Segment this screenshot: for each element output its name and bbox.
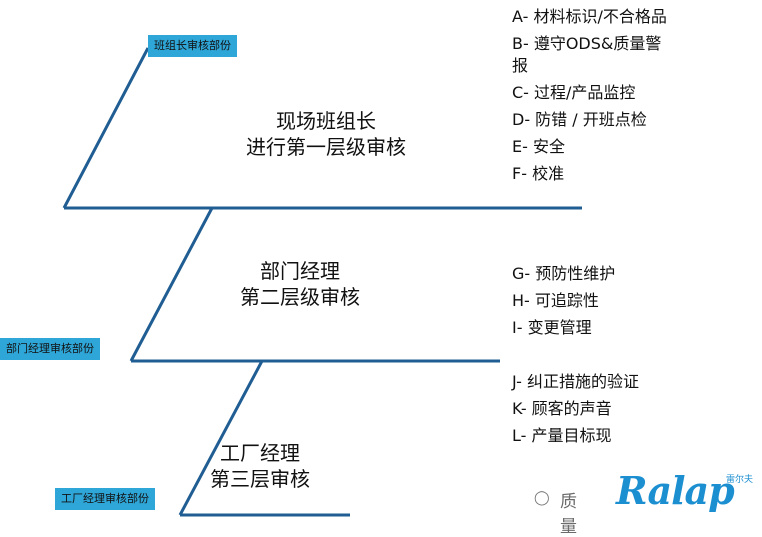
criteria-item: C- 过程/产品监控 bbox=[512, 83, 636, 102]
level-1-criteria-list: A- 材料标识/不合格品 B- 遵守ODS&质量警报 C- 过程/产品监控 D-… bbox=[512, 6, 672, 190]
level-2-title: 部门经理 第二层级审核 bbox=[220, 258, 380, 310]
criteria-item: H- 可追踪性 bbox=[512, 291, 599, 310]
level-3-title-line1: 工厂经理 bbox=[220, 441, 300, 465]
criteria-item: D- 防错 / 开班点检 bbox=[512, 110, 647, 129]
criteria-item: K- 顾客的声音 bbox=[512, 399, 612, 418]
level-1-slant-line bbox=[62, 47, 150, 209]
level-1-title-line2: 进行第一层级审核 bbox=[246, 135, 406, 159]
criteria-item: E- 安全 bbox=[512, 137, 565, 156]
brand-logo: Ralap bbox=[616, 468, 735, 513]
level-2-tag: 部门经理审核部份 bbox=[0, 338, 100, 360]
level-1-title: 现场班组长 进行第一层级审核 bbox=[226, 108, 426, 160]
criteria-item: A- 材料标识/不合格品 bbox=[512, 7, 667, 26]
level-2-slant-line bbox=[129, 207, 214, 362]
brand-logo-subtitle: 雷尔夫 bbox=[726, 475, 754, 485]
criteria-item: B- 遵守ODS&质量警报 bbox=[512, 34, 662, 75]
level-1-tag: 班组长审核部份 bbox=[148, 35, 237, 57]
level-1-title-line1: 现场班组长 bbox=[276, 109, 376, 133]
criteria-item: G- 预防性维护 bbox=[512, 264, 616, 283]
level-3-tag: 工厂经理审核部份 bbox=[55, 488, 155, 510]
level-2-title-line2: 第二层级审核 bbox=[240, 285, 360, 309]
level-3-title: 工厂经理 第三层审核 bbox=[190, 440, 330, 492]
level-3-criteria-list: J- 纠正措施的验证 K- 顾客的声音 L- 产量目标现 bbox=[512, 371, 672, 452]
level-2-title-line1: 部门经理 bbox=[260, 259, 340, 283]
chat-bubble-icon: ◯ bbox=[534, 490, 550, 506]
watermark-text: 质量 bbox=[560, 492, 577, 537]
criteria-item: I- 变更管理 bbox=[512, 318, 592, 337]
level-3-slant-line bbox=[178, 360, 264, 516]
level-2-criteria-list: G- 预防性维护 H- 可追踪性 I- 变更管理 bbox=[512, 263, 672, 344]
criteria-item: L- 产量目标现 bbox=[512, 426, 612, 445]
level-3-title-line2: 第三层审核 bbox=[210, 467, 310, 491]
criteria-item: J- 纠正措施的验证 bbox=[512, 372, 640, 391]
criteria-item: F- 校准 bbox=[512, 164, 565, 183]
